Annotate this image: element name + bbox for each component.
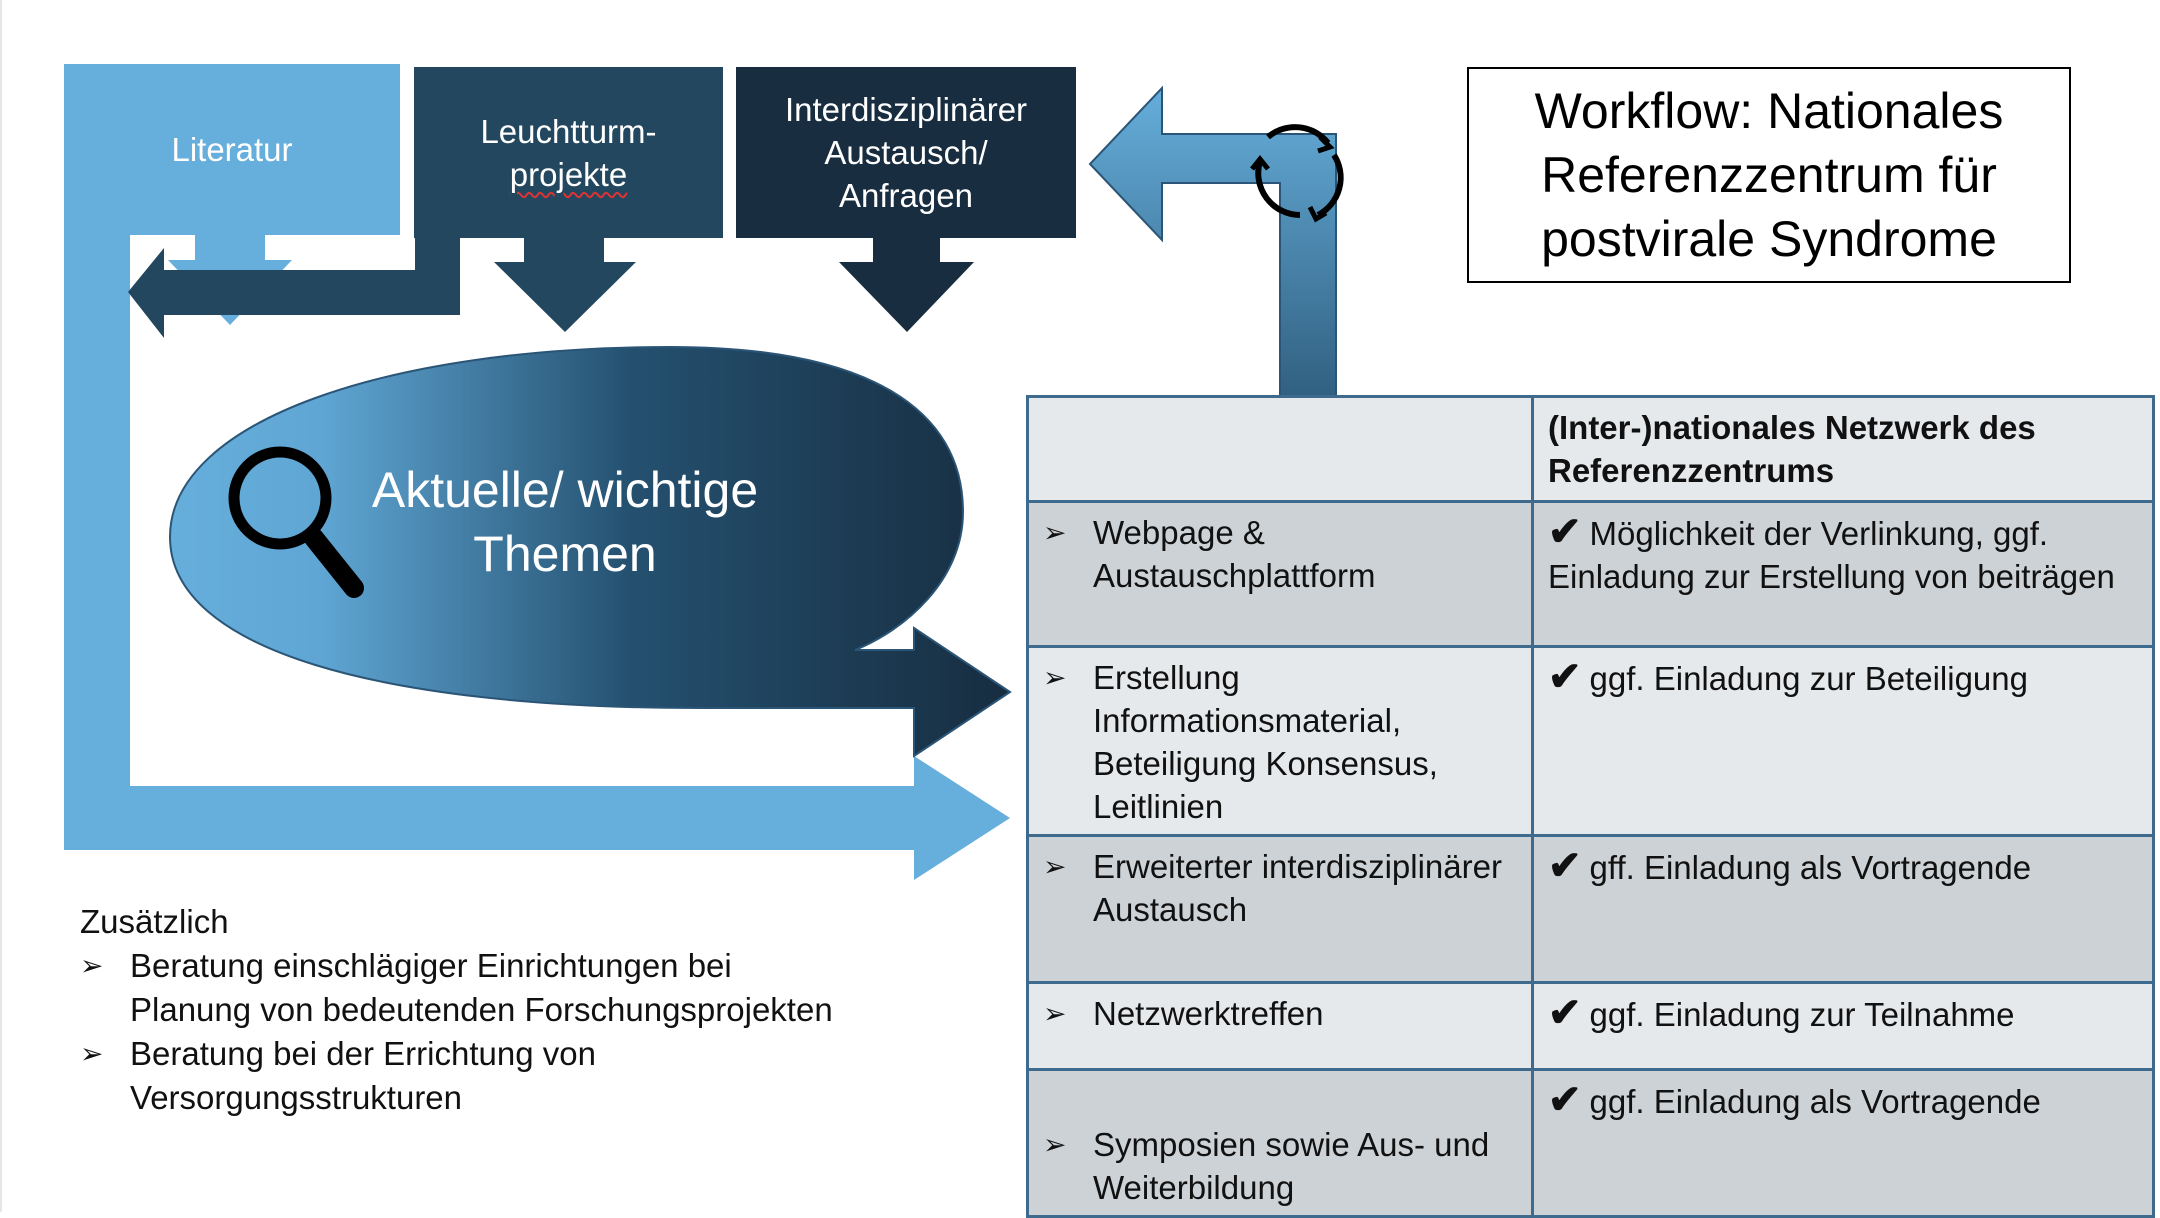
row-left-text: Erweiterter interdisziplinärer Austausch bbox=[1093, 848, 1502, 928]
additional-heading: Zusätzlich bbox=[80, 903, 229, 940]
arrow-bullet-icon: ➢ bbox=[1043, 1129, 1067, 1160]
table-row: ➢ Netzwerktreffen ✔ggf. Einladung zur Tei… bbox=[1026, 981, 2155, 1071]
table-row: ➢ Webpage & Austauschplattform ✔Möglichke… bbox=[1026, 500, 2155, 648]
row-right-text: ggf. Einladung zur Beteiligung bbox=[1589, 660, 2028, 697]
additional-item-text: Beratung bei der Errichtung von Versorgu… bbox=[130, 1035, 596, 1116]
table-row: ➢ Erweiterter interdisziplinärer Austausc… bbox=[1026, 834, 2155, 984]
row-right-text: Möglichkeit der Verlinkung, ggf. Einladu… bbox=[1548, 515, 2115, 595]
checkmark-icon: ✔ bbox=[1548, 844, 1582, 888]
table-header-row: (Inter-)nationales Netzwerk des Referenz… bbox=[1026, 395, 2155, 503]
leuchtturm-down-arrow bbox=[494, 238, 636, 332]
leuchtturm-left-arrow bbox=[128, 228, 460, 338]
table-row: ➢ Erstellung Informationsmaterial, Beteil… bbox=[1026, 645, 2155, 837]
leuchtturm-box: Leuchtturm- projekte bbox=[414, 67, 723, 238]
themen-ellipse bbox=[168, 345, 1012, 758]
checkmark-icon: ✔ bbox=[1548, 991, 1582, 1035]
checkmark-icon: ✔ bbox=[1548, 1078, 1582, 1122]
additional-item-text: Beratung einschlägiger Einrichtungen bei… bbox=[130, 947, 833, 1028]
literatur-loop-arrow bbox=[64, 64, 1010, 880]
row-left-text: Symposien sowie Aus- und Weiterbildung bbox=[1093, 1126, 1490, 1206]
leuchtturm-label-line1: Leuchtturm- bbox=[480, 112, 657, 150]
arrow-bullet-icon: ➢ bbox=[1043, 517, 1067, 548]
row-left-text: Erstellung Informationsmaterial, Beteili… bbox=[1093, 659, 1438, 825]
slide-edge bbox=[0, 0, 2, 1212]
header-cell-network: (Inter-)nationales Netzwerk des Referenz… bbox=[1531, 395, 2155, 503]
refresh-cycle-icon bbox=[1250, 124, 1344, 223]
network-table: (Inter-)nationales Netzwerk des Referenz… bbox=[1026, 395, 2155, 1218]
literatur-label: Literatur bbox=[171, 131, 293, 168]
arrow-bullet-icon: ➢ bbox=[1043, 851, 1067, 882]
arrow-bullet-icon: ➢ bbox=[80, 1038, 104, 1069]
row-right-text: gff. Einladung als Vortragende bbox=[1589, 849, 2032, 886]
austausch-box: Interdisziplinärer Austausch/ Anfragen bbox=[736, 67, 1076, 238]
row-right-text: ggf. Einladung zur Teilnahme bbox=[1589, 996, 2015, 1033]
leuchtturm-label-line2: projekte bbox=[509, 155, 628, 193]
additional-item: ➢ Beratung einschlägiger Einrichtungen be… bbox=[80, 944, 840, 1032]
arrow-bullet-icon: ➢ bbox=[80, 950, 104, 981]
row-left-text: Webpage & Austauschplattform bbox=[1093, 514, 1376, 594]
themen-label: Aktuelle/ wichtige Themen bbox=[371, 462, 759, 582]
page-title: Workflow: Nationales Referenzzentrum für… bbox=[1467, 67, 2071, 283]
checkmark-icon: ✔ bbox=[1548, 655, 1582, 699]
additional-item: ➢ Beratung bei der Errichtung von Versorg… bbox=[80, 1032, 840, 1120]
row-left-text: Netzwerktreffen bbox=[1093, 995, 1324, 1032]
row-right-text: ggf. Einladung als Vortragende bbox=[1589, 1083, 2041, 1120]
table-row: ➢Symposien sowie Aus- und Weiterbildung … bbox=[1026, 1068, 2155, 1218]
checkmark-icon: ✔ bbox=[1548, 510, 1582, 554]
austausch-label: Interdisziplinärer Austausch/ Anfragen bbox=[784, 91, 1028, 214]
austausch-down-arrow bbox=[839, 238, 974, 332]
additional-section: Zusätzlich ➢ Beratung einschlägiger Einri… bbox=[80, 900, 840, 1120]
literatur-box: Literatur bbox=[64, 64, 400, 235]
magnifier-icon bbox=[228, 446, 364, 598]
header-cell-empty bbox=[1026, 395, 1534, 503]
arrow-bullet-icon: ➢ bbox=[1043, 662, 1067, 693]
arrow-bullet-icon: ➢ bbox=[1043, 998, 1067, 1029]
